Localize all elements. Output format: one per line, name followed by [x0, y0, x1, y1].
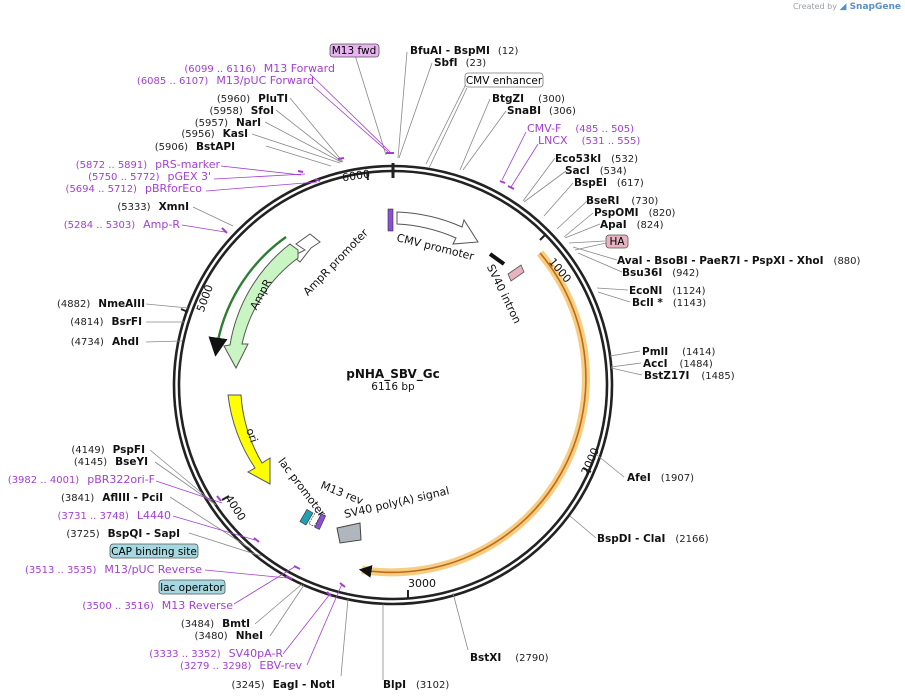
site-label-afei: AfeI(1907)	[627, 472, 694, 484]
feature-label-ori: ori	[243, 427, 260, 445]
site-labels-left: (3245)EagI - NotI (3480)NheI (3484)BmtI …	[57, 93, 335, 691]
site-label-sfoi: (5958)SfoI	[209, 105, 274, 117]
primer-label-ebv-rev: (3279 .. 3298)EBV-rev	[180, 659, 302, 672]
site-label-eco53ki: Eco53kI(532)	[555, 153, 638, 165]
site-label-bsrfi: (4814)BsrFI	[70, 316, 142, 328]
site-label-nari: (5957)NarI	[195, 117, 261, 129]
site-label-saci: SacI(534)	[565, 165, 627, 177]
site-label-afliii: (3841)AflIII - PciI	[61, 492, 163, 504]
site-label-bseri: BseRI(730)	[586, 195, 658, 207]
cmv-enhancer-mark	[387, 208, 394, 232]
primer-label-cmv-f: CMV-F(485 .. 505)	[527, 122, 634, 135]
site-label-bfuai: BfuAI - BspMI(12)	[410, 45, 519, 57]
site-label-eagi: (3245)EagI - NotI	[231, 679, 335, 691]
boxed-label-ha: HA	[605, 234, 629, 249]
tick-marks	[180, 171, 592, 598]
primer-label-pbr322ori-f: (3982 .. 4001)pBR322ori-F	[8, 473, 155, 486]
orf-arc	[358, 252, 587, 578]
primer-label-amp-r: (5284 .. 5303)Amp-R	[64, 218, 181, 231]
boxed-label-cap-binding-site: CAP binding site	[109, 543, 199, 559]
site-label-bstxi: BstXI(2790)	[470, 652, 549, 664]
primer-marks	[216, 152, 515, 597]
svg-text:M13 fwd: M13 fwd	[332, 45, 377, 57]
site-label-bspdi: BspDI - ClaI(2166)	[597, 533, 709, 545]
primer-label-pgex-3: (5750 .. 5772)pGEX 3'	[88, 170, 211, 183]
primer-labels: (6099 .. 6116)M13 Forward (6085 .. 6107)…	[8, 62, 641, 672]
tick-label-6000: 6000	[341, 168, 371, 185]
plasmid-name: pNHA_SBV_Gc	[346, 367, 440, 382]
site-label-bstapi: (5906)BstAPI	[155, 141, 235, 153]
site-label-econi: EcoNI(1124)	[629, 285, 706, 297]
site-label-xmni: (5333)XmnI	[117, 201, 189, 213]
primer-label-m13-puc-forward: (6085 .. 6107)M13/pUC Forward	[137, 74, 314, 87]
site-label-bcli: BclI *(1143)	[632, 297, 706, 309]
ampr-cds-line	[208, 236, 287, 357]
site-label-pluti: (5960)PluTI	[217, 93, 288, 105]
site-label-sbfi: SbfI(23)	[434, 57, 486, 69]
tick-label-3000: 3000	[408, 577, 436, 590]
primer-label-lncx: LNCX(531 .. 555)	[538, 134, 640, 147]
feature-label-m13-rev: M13 rev	[319, 479, 366, 508]
primer-label-m13-forward: (6099 .. 6116)M13 Forward	[184, 62, 335, 75]
primer-label-m13-reverse: (3500 .. 3516)M13 Reverse	[82, 599, 233, 612]
site-label-bseyi: (4145)BseYI	[74, 456, 148, 468]
ampr-gene-arrow	[223, 243, 299, 370]
primer-label-sv40pa-r: (3333 .. 3352)SV40pA-R	[149, 647, 283, 660]
cmv-promoter-arrow	[396, 211, 479, 245]
credit-text: Created by	[792, 2, 837, 11]
primer-label-pbrforeco: (5694 .. 5712)pBRforEco	[66, 182, 203, 195]
primer-label-l4440: (3731 .. 3748)L4440	[57, 509, 171, 522]
svg-text:CAP binding site: CAP binding site	[111, 546, 197, 558]
site-label-bspei: BspEI(617)	[574, 177, 644, 189]
primer-label-prs-marker: (5872 .. 5891)pRS-marker	[76, 158, 221, 171]
boxed-label-m13-fwd: M13 fwd	[329, 43, 380, 58]
site-label-avai: AvaI - BsoBI - PaeR7I - PspXI - XhoI(880…	[617, 255, 861, 267]
svg-text:HA: HA	[609, 236, 625, 248]
ha-tag-mark	[507, 264, 525, 282]
site-label-kasi: (5956)KasI	[181, 128, 248, 140]
boxed-label-cmv-enhancer: CMV enhancer	[464, 72, 544, 88]
snapgene-credit: Created by ◢ SnapGene	[793, 2, 901, 12]
orf-highlight-arc	[361, 250, 590, 577]
site-label-apai: ApaI(824)	[600, 219, 664, 231]
site-label-bmti: (3484)BmtI	[181, 618, 250, 630]
svg-text:CMV enhancer: CMV enhancer	[466, 75, 543, 87]
site-label-pspfi: (4149)PspFI	[71, 444, 145, 456]
svg-text:lac operator: lac operator	[160, 582, 224, 594]
site-labels-right: BfuAI - BspMI(12) SbfI(23) BtgZI(300) Sn…	[383, 45, 861, 691]
site-label-nmeaiii: (4882)NmeAIII	[57, 298, 145, 310]
sv40-intron-bar	[488, 252, 506, 266]
label-leader-lines	[145, 51, 643, 680]
site-label-bsu36i: Bsu36I(942)	[622, 267, 699, 279]
site-label-acci: AccI(1484)	[643, 358, 713, 370]
site-label-btgzi: BtgZI(300)	[492, 93, 565, 105]
ori-arrow	[227, 394, 271, 485]
site-label-nhei: (3480)NheI	[194, 630, 263, 642]
site-label-bspqi: (3725)BspQI - SapI	[66, 528, 180, 540]
plasmid-size: 6116 bp	[371, 381, 415, 393]
site-label-ahdi: (4734)AhdI	[71, 336, 139, 348]
primer-leader-lines	[155, 73, 539, 666]
site-label-pmli: PmlI(1414)	[642, 346, 716, 358]
lac-region-features	[299, 509, 362, 544]
site-label-pspomi: PspOMI(820)	[594, 207, 676, 219]
primer-label-m13-puc-reverse: (3513 .. 3535)M13/pUC Reverse	[25, 563, 202, 576]
boxed-label-lac-operator: lac operator	[158, 579, 226, 595]
site-label-snabi: SnaBI(306)	[507, 105, 576, 117]
snapgene-logo: ◢ SnapGene	[839, 2, 901, 12]
credit-brand: SnapGene	[849, 2, 901, 12]
site-label-bstz17i: BstZ17I(1485)	[644, 370, 735, 382]
site-label-blpi: BlpI(3102)	[383, 679, 449, 691]
